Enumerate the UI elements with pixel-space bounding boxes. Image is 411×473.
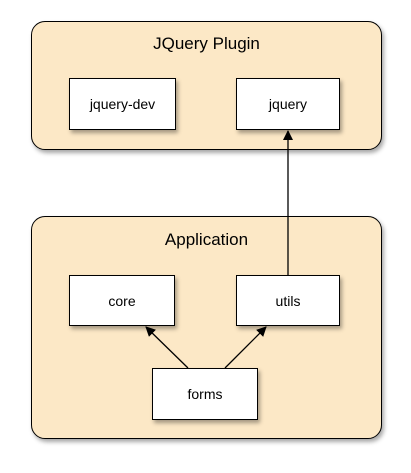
application-title: Application [164,230,249,249]
jquery-plugin-title: JQuery Plugin [153,34,260,53]
utils-node: utils [236,275,340,326]
jquery-node: jquery [236,78,340,130]
core-node: core [69,275,175,326]
forms-node: forms [152,368,258,420]
jquery-dev-node: jquery-dev [69,78,176,130]
